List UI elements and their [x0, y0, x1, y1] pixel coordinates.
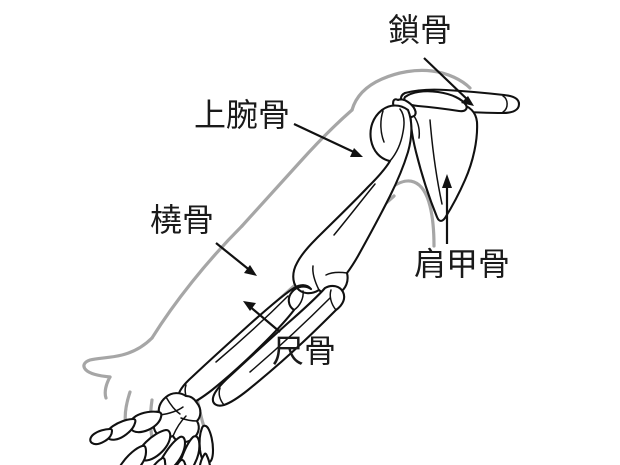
label-radius: 橈骨 [150, 201, 215, 239]
leader-line-humerus [293, 123, 363, 157]
shoulder-silhouette [350, 68, 472, 112]
label-scapula: 肩甲骨 [414, 245, 511, 283]
upper-arm-outer-silhouette [240, 108, 354, 228]
humerus-bone [292, 104, 413, 297]
ulna-bone [211, 284, 346, 407]
label-ulna: 尺骨 [272, 332, 337, 370]
leader-line-radius [215, 242, 257, 276]
leader-line-clavicle [423, 57, 474, 106]
hand-outer-silhouette [82, 336, 154, 379]
leader-line-ulna [243, 301, 281, 333]
phalanx-bones [89, 417, 211, 465]
finger-shadow-1 [103, 375, 112, 400]
forearm-outer-silhouette [150, 224, 244, 340]
leader-line-scapula [442, 174, 452, 244]
label-humerus: 上腕骨 [194, 96, 291, 134]
leader-lines-group [215, 57, 474, 333]
label-clavicle: 鎖骨 [388, 11, 453, 49]
